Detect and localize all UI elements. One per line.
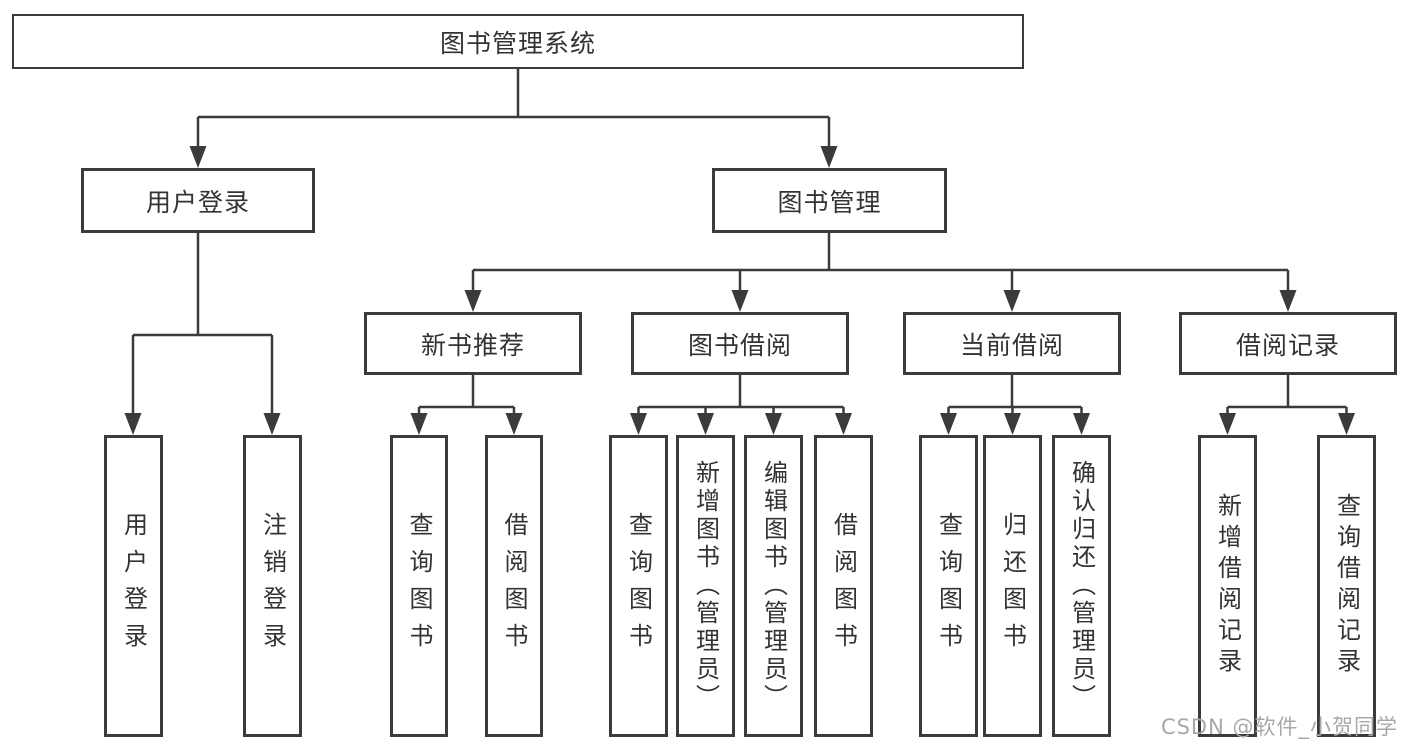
node-leaf-return-book: 归还图书 [983, 435, 1042, 737]
node-new-book-rec: 新书推荐 [364, 312, 582, 375]
node-leaf-query-borrow-record: 查询借阅记录 [1317, 435, 1376, 737]
node-book-borrow: 图书借阅 [631, 312, 849, 375]
node-leaf-add-book: 新增图书（管理员） [676, 435, 735, 737]
node-leaf-user-login: 用户登录 [104, 435, 163, 737]
node-book-mgmt: 图书管理 [712, 168, 947, 233]
node-leaf-query-book-3: 查询图书 [919, 435, 978, 737]
node-leaf-query-book-2: 查询图书 [609, 435, 668, 737]
node-root: 图书管理系统 [12, 14, 1024, 69]
node-leaf-edit-book: 编辑图书（管理员） [744, 435, 803, 737]
csdn-watermark: CSDN @软件_小贺同学 [1160, 715, 1398, 739]
node-leaf-add-borrow-record: 新增借阅记录 [1198, 435, 1257, 737]
node-leaf-borrow-book-2: 借阅图书 [814, 435, 873, 737]
node-leaf-borrow-book-1: 借阅图书 [485, 435, 543, 737]
node-borrow-records: 借阅记录 [1179, 312, 1397, 375]
node-leaf-logout: 注销登录 [243, 435, 302, 737]
node-user-login: 用户登录 [81, 168, 315, 233]
node-current-borrow: 当前借阅 [903, 312, 1121, 375]
node-leaf-query-book-1: 查询图书 [390, 435, 448, 737]
node-leaf-confirm-return: 确认归还（管理员） [1052, 435, 1111, 737]
